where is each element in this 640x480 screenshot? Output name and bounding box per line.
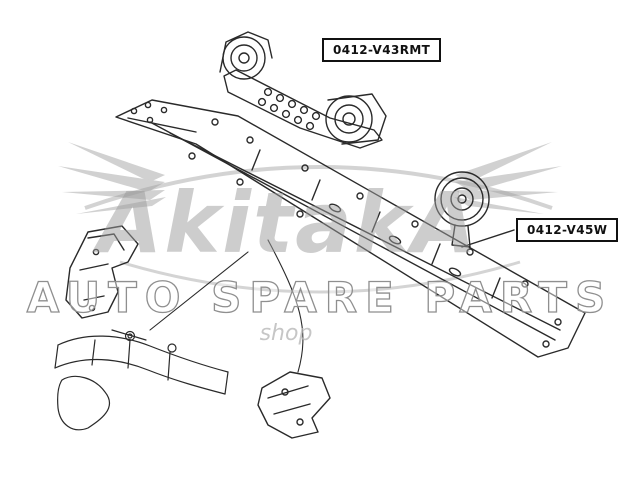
watermark-arcs [84,165,553,294]
part-label-0412-V43RMT: 0412-V43RMT [322,38,442,62]
crossmember-drawing [115,99,586,358]
leader-lines [149,239,304,373]
left-mount-drawing [65,225,139,319]
frame-drawing [54,329,229,431]
watermark-banner-text: AUTO SPARE PARTS [27,273,613,322]
watermark-wings-right [454,142,562,214]
right-insulator-drawing [434,171,515,248]
part-label-0412-V45W: 0412-V45W [516,218,619,242]
watermark-wings-left [58,142,166,214]
rear-mount-drawing [219,31,387,149]
center-bracket-drawing [257,371,331,439]
watermark-shop-text: shop [260,321,313,346]
watermark-brand-text: AkitakA [91,174,478,272]
